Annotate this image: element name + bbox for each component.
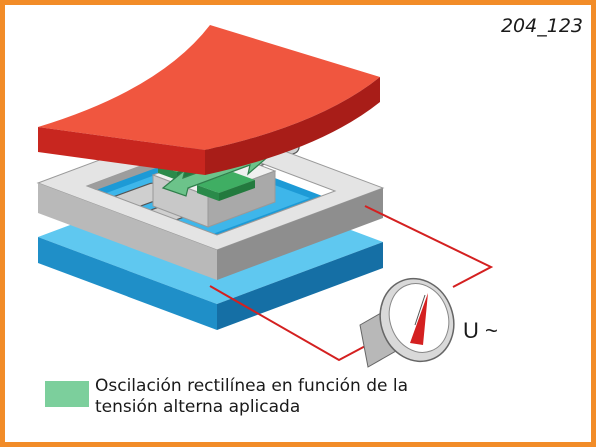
voltmeter-icon [359, 277, 455, 368]
legend-text: Oscilación rectilínea en función de la t… [95, 376, 409, 417]
voltage-label: U ~ [463, 318, 498, 343]
legend-swatch [45, 381, 89, 407]
top-red-plate [38, 25, 380, 175]
connection-wires [209, 205, 494, 362]
figure-id: 204_123 [500, 15, 583, 37]
sensor-illustration [36, 25, 494, 368]
